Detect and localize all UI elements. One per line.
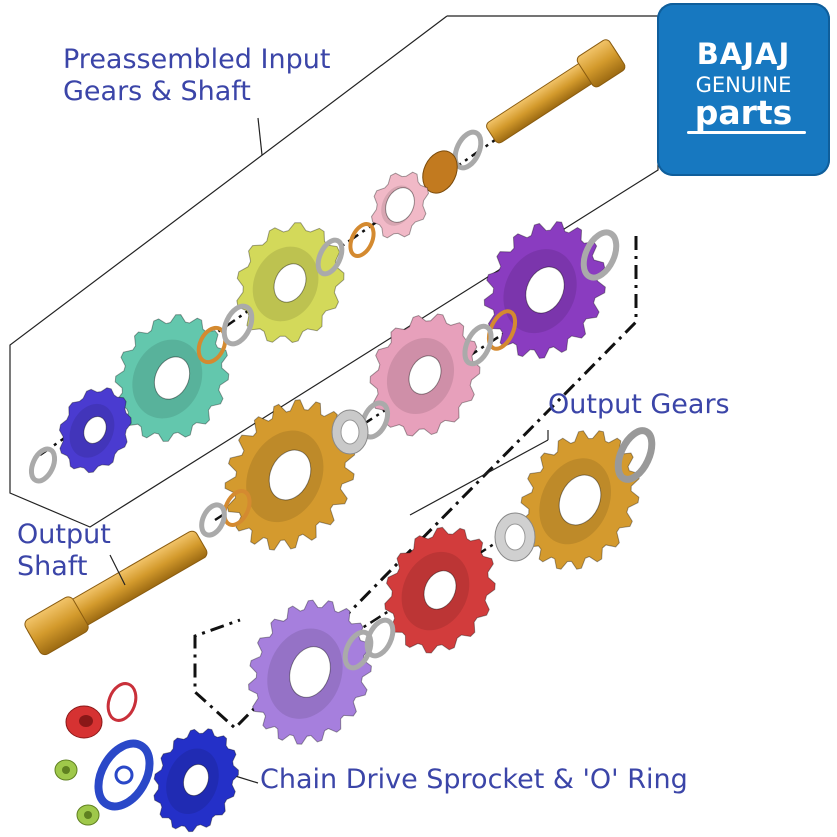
brand-line-1: BAJAJ	[696, 37, 791, 71]
ring-7	[486, 309, 518, 351]
ring-11	[199, 502, 227, 538]
input-assembly-label: Preassembled Input Gears & Shaft	[63, 44, 330, 109]
ring-4	[221, 303, 255, 347]
gear-lavender	[248, 599, 372, 745]
green-bolt-2	[76, 804, 100, 826]
ring-14	[342, 629, 374, 671]
blue-lock-plate	[94, 739, 154, 811]
ring-1	[348, 222, 376, 258]
brand-line-3: parts	[694, 93, 793, 132]
gear-gold-right	[520, 430, 640, 570]
gear-indigo	[58, 387, 132, 474]
gear-olive	[236, 222, 345, 343]
brand-line-2: GENUINE	[695, 73, 792, 97]
gear-small-pink	[370, 171, 430, 239]
input-bush	[422, 150, 458, 194]
ring-15	[106, 682, 138, 722]
ring-10	[222, 489, 252, 527]
input-assembly-label-line-1: Preassembled Input	[63, 44, 331, 75]
gear-gold-output	[224, 399, 356, 551]
output-gears-label: Output Gears	[548, 389, 730, 420]
gear-blue-sprocket	[153, 728, 239, 833]
output-shaft-leader	[109, 554, 126, 586]
output-gears-outline	[193, 236, 638, 731]
output-shaft-label-line-2: Shaft	[17, 551, 88, 583]
ring-3	[196, 325, 228, 365]
input-shaft	[486, 39, 626, 144]
ring-2	[315, 237, 345, 277]
ring-12	[614, 427, 656, 483]
bush-1	[331, 409, 369, 455]
gear-pink-cluster	[369, 313, 481, 437]
ring-6	[580, 229, 620, 281]
input-assembly-label-line-2: Gears & Shaft	[63, 76, 251, 108]
output-gears-bracket	[409, 439, 549, 516]
input-label-leader	[257, 117, 263, 156]
input-shaft-washer	[452, 129, 484, 171]
ring-8	[462, 323, 494, 367]
green-bolt-1	[54, 759, 78, 781]
output-shaft-label: Output Shaft	[17, 519, 111, 584]
bush-2	[494, 512, 536, 562]
sprocket-label: Chain Drive Sprocket & 'O' Ring	[260, 764, 688, 795]
red-collar	[65, 705, 103, 739]
gear-red-cluster	[384, 526, 496, 654]
ring-5	[28, 446, 58, 484]
output-shaft	[24, 530, 208, 656]
brand-underline	[687, 131, 806, 134]
bajaj-genuine-parts-logo: BAJAJ GENUINE parts	[657, 3, 830, 176]
output-shaft-label-line-1: Output	[17, 519, 111, 550]
